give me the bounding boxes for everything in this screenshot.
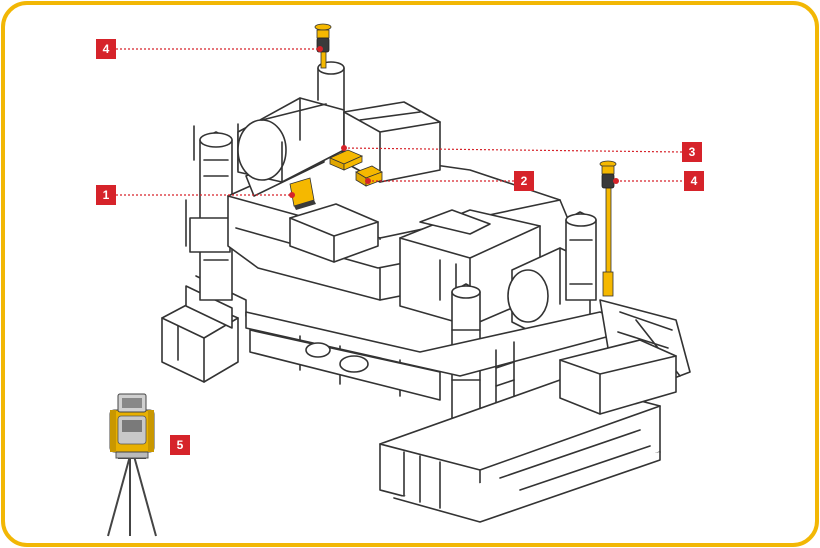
badge-4-left: 4 <box>96 39 116 59</box>
leader-3 <box>343 147 683 153</box>
badge-2: 2 <box>514 171 534 191</box>
sensors <box>289 23 617 297</box>
mast-sensor-right <box>599 160 617 297</box>
right-track <box>379 379 661 523</box>
badge-3: 3 <box>682 142 702 162</box>
badge-1: 1 <box>96 185 116 205</box>
front-box <box>289 203 379 263</box>
leader-lines <box>116 48 684 196</box>
rear-tank <box>343 101 441 183</box>
leader-dots <box>289 46 619 198</box>
rear-right-track <box>559 339 677 415</box>
badge-5: 5 <box>170 435 190 455</box>
right-column <box>565 211 597 301</box>
engine-block <box>237 61 345 183</box>
laser-transmitter-tripod <box>107 393 157 537</box>
left-column <box>185 123 239 301</box>
display-panel <box>289 177 316 210</box>
right-drum <box>507 247 591 339</box>
control-box <box>329 149 363 171</box>
badge-4-right: 4 <box>684 171 704 191</box>
